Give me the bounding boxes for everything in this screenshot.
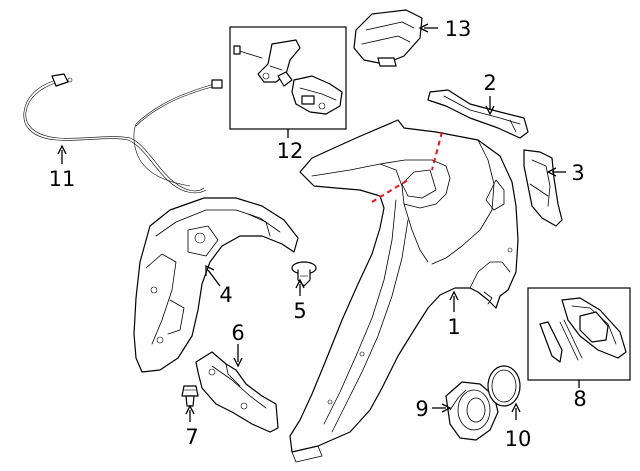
- leader-9-arrow: [441, 403, 452, 413]
- callout-4: 4: [219, 283, 232, 307]
- cut-line-lower: [371, 179, 409, 203]
- callout-8: 8: [573, 387, 586, 411]
- callout-7: 7: [185, 425, 198, 449]
- callout-10: 10: [505, 427, 532, 451]
- reinforcement-part-6: [195, 351, 279, 433]
- leader-5-arrow: [295, 278, 305, 289]
- callout-1: 1: [447, 315, 460, 339]
- leader-4: [207, 269, 221, 287]
- leader-6-arrow: [233, 357, 243, 368]
- callout-11: 11: [49, 167, 76, 191]
- bracket-part-3: [523, 149, 563, 227]
- leader-2-arrow: [485, 105, 495, 116]
- leader-1-arrow: [449, 290, 459, 301]
- callout-labels: 1 2 3 4 5 6 7 8 9 10 11 12 13: [49, 17, 587, 451]
- bolt-part-7: [181, 385, 199, 407]
- leader-13-arrow: [418, 23, 429, 33]
- quarter-panel-part-1: [289, 119, 519, 463]
- callout-13: 13: [445, 17, 472, 41]
- cut-line-upper: [431, 131, 443, 171]
- clip-part-5: [291, 261, 317, 287]
- callout-2: 2: [483, 71, 496, 95]
- wheelhouse-liner-part-4: [133, 197, 299, 373]
- callout-6: 6: [231, 321, 244, 345]
- callout-3: 3: [571, 161, 584, 185]
- leader-3-arrow: [546, 167, 557, 177]
- fuel-door-part-8: [527, 287, 631, 381]
- release-cable-part-11: [23, 73, 223, 194]
- filler-housing-part-9: [445, 381, 499, 441]
- leader-7-arrow: [185, 404, 195, 415]
- lock-assembly-part-12: [229, 26, 347, 130]
- callout-5: 5: [293, 299, 306, 323]
- rail-part-2: [427, 89, 529, 139]
- hinge-housing-part-13: [353, 9, 423, 67]
- leader-10-arrow: [511, 402, 521, 413]
- leader-11-arrow: [57, 144, 67, 155]
- leader-4-arrow: [205, 264, 215, 276]
- seal-ring-part-10: [487, 365, 521, 407]
- callout-12: 12: [277, 139, 304, 163]
- callout-9: 9: [415, 397, 428, 421]
- leader-lines: [57, 23, 580, 422]
